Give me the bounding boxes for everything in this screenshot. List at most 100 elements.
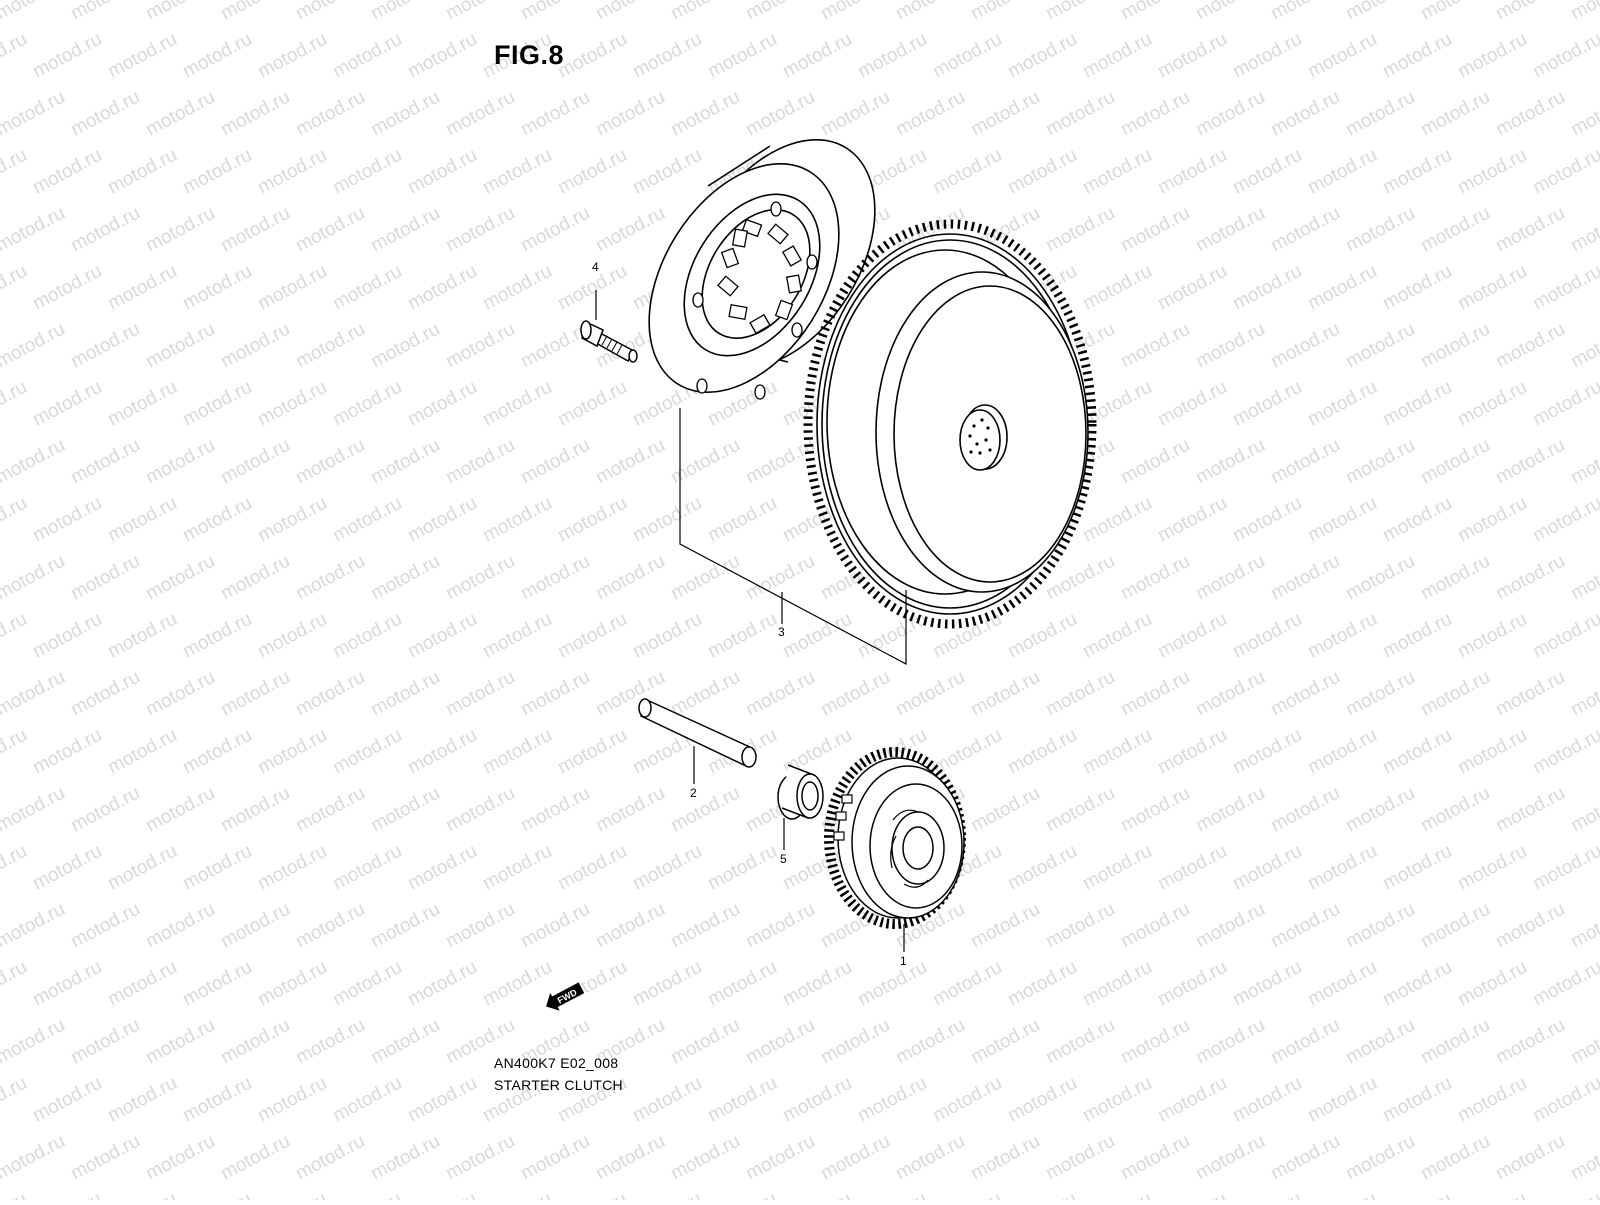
watermark-text: motod.ru xyxy=(1379,841,1455,895)
watermark-text: motod.ru xyxy=(1154,841,1230,895)
watermark-text: motod.ru xyxy=(629,493,705,547)
watermark-text: motod.ru xyxy=(1567,1131,1600,1185)
watermark-text: motod.ru xyxy=(1417,87,1493,141)
watermark-text: motod.ru xyxy=(742,1131,818,1185)
watermark-text: motod.ru xyxy=(1379,145,1455,199)
watermark-text: motod.ru xyxy=(1342,783,1418,837)
watermark-text: motod.ru xyxy=(1229,377,1305,431)
watermark-text: motod.ru xyxy=(929,1189,1005,1200)
watermark-text: motod.ru xyxy=(1342,551,1418,605)
watermark-text: motod.ru xyxy=(1192,87,1268,141)
callout-4: 4 xyxy=(592,260,599,274)
watermark-text: motod.ru xyxy=(704,1189,780,1200)
watermark-text: motod.ru xyxy=(1267,551,1343,605)
watermark-text: motod.ru xyxy=(367,1131,443,1185)
watermark-text: motod.ru xyxy=(1492,319,1568,373)
bushing-icon xyxy=(777,764,824,850)
watermark-text: motod.ru xyxy=(517,1131,593,1185)
watermark-text: motod.ru xyxy=(1417,1015,1493,1069)
shaft-icon xyxy=(638,698,757,784)
watermark-text: motod.ru xyxy=(1154,609,1230,663)
watermark-text: motod.ru xyxy=(1492,667,1568,721)
watermark-text: motod.ru xyxy=(1379,725,1455,779)
watermark-text: motod.ru xyxy=(517,783,593,837)
watermark-text: motod.ru xyxy=(29,493,105,547)
watermark-text: motod.ru xyxy=(704,609,780,663)
watermark-text: motod.ru xyxy=(1379,377,1455,431)
watermark-text: motod.ru xyxy=(817,1131,893,1185)
watermark-text: motod.ru xyxy=(0,1189,31,1200)
watermark-text: motod.ru xyxy=(1529,841,1600,895)
watermark-text: motod.ru xyxy=(929,1073,1005,1127)
watermark-text: motod.ru xyxy=(967,667,1043,721)
watermark-text: motod.ru xyxy=(1304,1073,1380,1127)
watermark-text: motod.ru xyxy=(1267,319,1343,373)
watermark-text: motod.ru xyxy=(292,203,368,257)
watermark-text: motod.ru xyxy=(1192,899,1268,953)
watermark-text: motod.ru xyxy=(554,609,630,663)
watermark-text: motod.ru xyxy=(592,203,668,257)
watermark-text: motod.ru xyxy=(254,29,330,83)
watermark-text: motod.ru xyxy=(1154,377,1230,431)
watermark-text: motod.ru xyxy=(67,319,143,373)
watermark-text: motod.ru xyxy=(1229,261,1305,315)
watermark-text: motod.ru xyxy=(1192,435,1268,489)
watermark-text: motod.ru xyxy=(442,667,518,721)
watermark-text: motod.ru xyxy=(1529,377,1600,431)
watermark-text: motod.ru xyxy=(217,899,293,953)
watermark-text: motod.ru xyxy=(1229,1073,1305,1127)
watermark-text: motod.ru xyxy=(0,1015,69,1069)
watermark-text: motod.ru xyxy=(1379,609,1455,663)
watermark-text: motod.ru xyxy=(817,0,893,24)
watermark-text: motod.ru xyxy=(1192,1015,1268,1069)
watermark-text: motod.ru xyxy=(1004,145,1080,199)
watermark-text: motod.ru xyxy=(1117,899,1193,953)
watermark-text: motod.ru xyxy=(142,667,218,721)
watermark-text: motod.ru xyxy=(104,609,180,663)
watermark-text: motod.ru xyxy=(967,87,1043,141)
diagram-code: AN400K7 E02_008 xyxy=(494,1055,619,1071)
watermark-text: motod.ru xyxy=(142,435,218,489)
watermark-text: motod.ru xyxy=(554,29,630,83)
watermark-text: motod.ru xyxy=(1192,783,1268,837)
watermark-text: motod.ru xyxy=(1342,435,1418,489)
watermark-text: motod.ru xyxy=(29,145,105,199)
watermark-text: motod.ru xyxy=(217,435,293,489)
watermark-text: motod.ru xyxy=(1117,667,1193,721)
watermark-text: motod.ru xyxy=(554,725,630,779)
watermark-text: motod.ru xyxy=(1267,87,1343,141)
watermark-text: motod.ru xyxy=(1304,957,1380,1011)
watermark-text: motod.ru xyxy=(1454,841,1530,895)
watermark-text: motod.ru xyxy=(292,87,368,141)
watermark-text: motod.ru xyxy=(479,261,555,315)
watermark-text: motod.ru xyxy=(779,1073,855,1127)
watermark-text: motod.ru xyxy=(779,1189,855,1200)
watermark-text: motod.ru xyxy=(1267,1015,1343,1069)
watermark-text: motod.ru xyxy=(1079,609,1155,663)
watermark-text: motod.ru xyxy=(742,667,818,721)
watermark-text: motod.ru xyxy=(742,1015,818,1069)
watermark-text: motod.ru xyxy=(1304,609,1380,663)
watermark-text: motod.ru xyxy=(104,957,180,1011)
watermark-text: motod.ru xyxy=(479,1189,555,1200)
watermark-text: motod.ru xyxy=(142,319,218,373)
watermark-text: motod.ru xyxy=(1379,957,1455,1011)
watermark-text: motod.ru xyxy=(254,609,330,663)
watermark-text: motod.ru xyxy=(0,493,31,547)
watermark-text: motod.ru xyxy=(1529,493,1600,547)
watermark-text: motod.ru xyxy=(1492,551,1568,605)
watermark-text: motod.ru xyxy=(0,783,69,837)
watermark-text: motod.ru xyxy=(929,29,1005,83)
watermark-text: motod.ru xyxy=(104,725,180,779)
watermark-text: motod.ru xyxy=(817,1015,893,1069)
watermark-text: motod.ru xyxy=(1304,261,1380,315)
watermark-text: motod.ru xyxy=(554,841,630,895)
callout-2: 2 xyxy=(690,786,697,800)
watermark-text: motod.ru xyxy=(404,145,480,199)
watermark-text: motod.ru xyxy=(1567,551,1600,605)
watermark-text: motod.ru xyxy=(292,0,368,24)
watermark-text: motod.ru xyxy=(1079,1073,1155,1127)
watermark-text: motod.ru xyxy=(1342,899,1418,953)
watermark-text: motod.ru xyxy=(1154,493,1230,547)
watermark-text: motod.ru xyxy=(742,87,818,141)
